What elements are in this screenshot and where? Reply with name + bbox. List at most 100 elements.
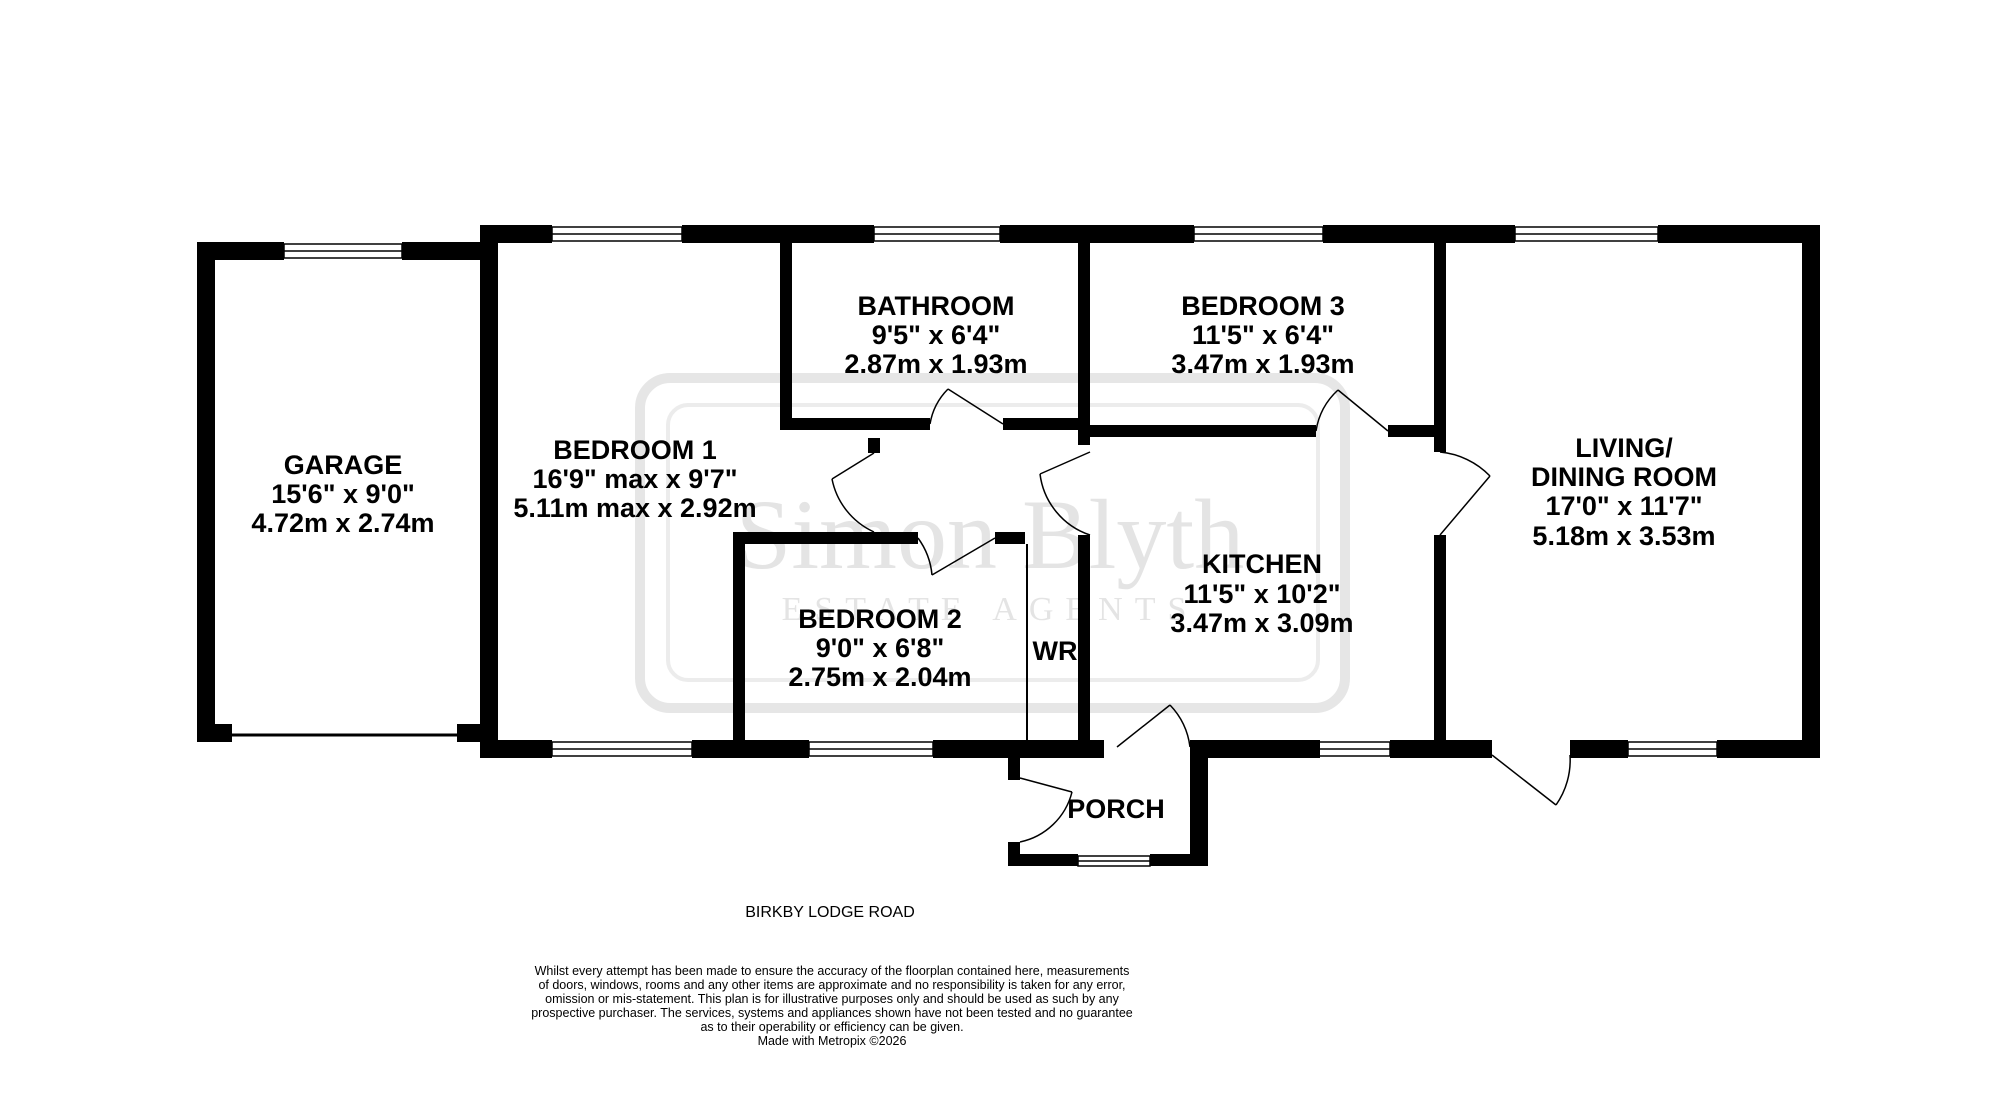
room-size-metric: 2.75m x 2.04m bbox=[788, 662, 971, 692]
doors bbox=[831, 388, 1571, 843]
wall bbox=[197, 242, 215, 742]
room-bedroom-3: BEDROOM 3 11'5" x 6'4" 3.47m x 1.93m bbox=[1171, 291, 1354, 379]
wall bbox=[1078, 535, 1090, 752]
room-name: LIVING/ bbox=[1575, 433, 1673, 463]
wall bbox=[1010, 740, 1100, 754]
room-name: KITCHEN bbox=[1202, 549, 1322, 579]
room-porch: PORCH bbox=[1067, 794, 1165, 824]
room-name: BEDROOM 1 bbox=[553, 435, 717, 465]
wall bbox=[1434, 225, 1446, 452]
door-leaf bbox=[1439, 475, 1491, 536]
door-leaf bbox=[1019, 777, 1073, 793]
disclaimer-credit: Made with Metropix ©2026 bbox=[757, 1034, 907, 1048]
wall bbox=[480, 740, 552, 758]
door-swing bbox=[831, 478, 875, 533]
disclaimer-line: of doors, windows, rooms and any other i… bbox=[538, 978, 1126, 992]
room-size-metric: 2.87m x 1.93m bbox=[844, 349, 1027, 379]
door-swing bbox=[929, 388, 949, 425]
room-garage: GARAGE 15'6" x 9'0" 4.72m x 2.74m bbox=[251, 450, 434, 538]
wall bbox=[1150, 854, 1208, 866]
room-name: WR bbox=[1033, 636, 1078, 666]
wall bbox=[1008, 854, 1078, 866]
walls bbox=[197, 225, 1820, 866]
room-size-metric: 3.47m x 3.09m bbox=[1170, 608, 1353, 638]
wall bbox=[1194, 740, 1274, 758]
wall bbox=[1008, 752, 1020, 780]
room-size-metric: 5.18m x 3.53m bbox=[1532, 521, 1715, 551]
room-wr: WR bbox=[1033, 636, 1078, 666]
room-name-line2: DINING ROOM bbox=[1531, 462, 1717, 492]
room-name: PORCH bbox=[1067, 794, 1165, 824]
door-leaf bbox=[1337, 389, 1389, 432]
wall bbox=[197, 724, 232, 742]
room-size-metric: 4.72m x 2.74m bbox=[251, 508, 434, 538]
room-bedroom-1: BEDROOM 1 16'9" max x 9'7" 5.11m max x 2… bbox=[513, 435, 756, 523]
door-leaf bbox=[1039, 451, 1091, 475]
wall bbox=[1323, 225, 1515, 243]
door-leaf bbox=[931, 537, 996, 576]
wall bbox=[402, 242, 482, 260]
wall bbox=[1190, 740, 1208, 866]
room-size-metric: 3.47m x 1.93m bbox=[1171, 349, 1354, 379]
wall bbox=[1003, 418, 1088, 430]
door-leaf bbox=[1116, 704, 1171, 748]
wall bbox=[1717, 740, 1820, 758]
room-size-imperial: 16'9" max x 9'7" bbox=[532, 464, 737, 494]
wall bbox=[995, 532, 1025, 544]
wall bbox=[692, 740, 809, 758]
windows bbox=[232, 226, 1718, 867]
wall bbox=[1000, 225, 1194, 243]
room-name: GARAGE bbox=[284, 450, 403, 480]
door-swing bbox=[1039, 473, 1091, 536]
room-living-dining: LIVING/ DINING ROOM 17'0" x 11'7" 5.18m … bbox=[1531, 433, 1717, 551]
disclaimer-line: omission or mis-statement. This plan is … bbox=[545, 992, 1119, 1006]
wall bbox=[780, 225, 792, 425]
watermark-tagline: ESTATE AGENTS bbox=[782, 591, 1199, 628]
disclaimer-line: as to their operability or efficiency ca… bbox=[700, 1020, 964, 1034]
wall bbox=[868, 438, 880, 453]
room-size-imperial: 9'0" x 6'8" bbox=[816, 633, 945, 663]
wall bbox=[1570, 740, 1628, 758]
door-swing bbox=[1169, 704, 1191, 748]
room-size-imperial: 15'6" x 9'0" bbox=[271, 479, 415, 509]
door-leaf bbox=[831, 452, 875, 480]
room-bathroom: BATHROOM 9'5" x 6'4" 2.87m x 1.93m bbox=[844, 291, 1027, 379]
wall bbox=[480, 225, 498, 757]
watermark-frame bbox=[635, 373, 1350, 713]
room-name: BEDROOM 3 bbox=[1181, 291, 1345, 321]
room-bedroom-2: BEDROOM 2 9'0" x 6'8" 2.75m x 2.04m bbox=[788, 604, 971, 692]
wall bbox=[1802, 225, 1820, 757]
wall bbox=[780, 418, 930, 430]
wall bbox=[1390, 740, 1492, 758]
wall bbox=[733, 532, 745, 752]
wall bbox=[1078, 225, 1090, 445]
room-name: BATHROOM bbox=[858, 291, 1015, 321]
door-swing bbox=[1019, 791, 1073, 843]
wall bbox=[1388, 425, 1438, 437]
wall bbox=[1078, 425, 1316, 437]
door-swing bbox=[917, 537, 933, 576]
wall bbox=[1434, 535, 1446, 747]
room-kitchen: KITCHEN 11'5" x 10'2" 3.47m x 3.09m bbox=[1170, 549, 1353, 638]
room-name: BEDROOM 2 bbox=[798, 604, 962, 634]
room-size-imperial: 17'0" x 11'7" bbox=[1545, 491, 1702, 521]
door-leaf bbox=[947, 388, 1004, 425]
door-swing bbox=[1315, 389, 1339, 432]
wall bbox=[1658, 225, 1820, 243]
street-name: BIRKBY LODGE ROAD bbox=[745, 904, 915, 921]
room-size-imperial: 11'5" x 6'4" bbox=[1192, 320, 1334, 350]
wall bbox=[197, 242, 284, 260]
watermark-inner-frame bbox=[666, 403, 1320, 682]
disclaimer: Whilst every attempt has been made to en… bbox=[468, 964, 1196, 1048]
door-swing bbox=[1555, 754, 1571, 806]
disclaimer-line: Whilst every attempt has been made to en… bbox=[534, 964, 1130, 978]
room-size-imperial: 9'5" x 6'4" bbox=[872, 320, 1001, 350]
wall bbox=[733, 532, 918, 544]
door-leaf bbox=[1491, 754, 1557, 806]
room-size-metric: 5.11m max x 2.92m bbox=[513, 493, 756, 523]
room-size-imperial: 11'5" x 10'2" bbox=[1183, 579, 1340, 609]
disclaimer-line: prospective purchaser. The services, sys… bbox=[531, 1006, 1133, 1020]
door-swing bbox=[1439, 451, 1491, 477]
wall bbox=[682, 225, 874, 243]
